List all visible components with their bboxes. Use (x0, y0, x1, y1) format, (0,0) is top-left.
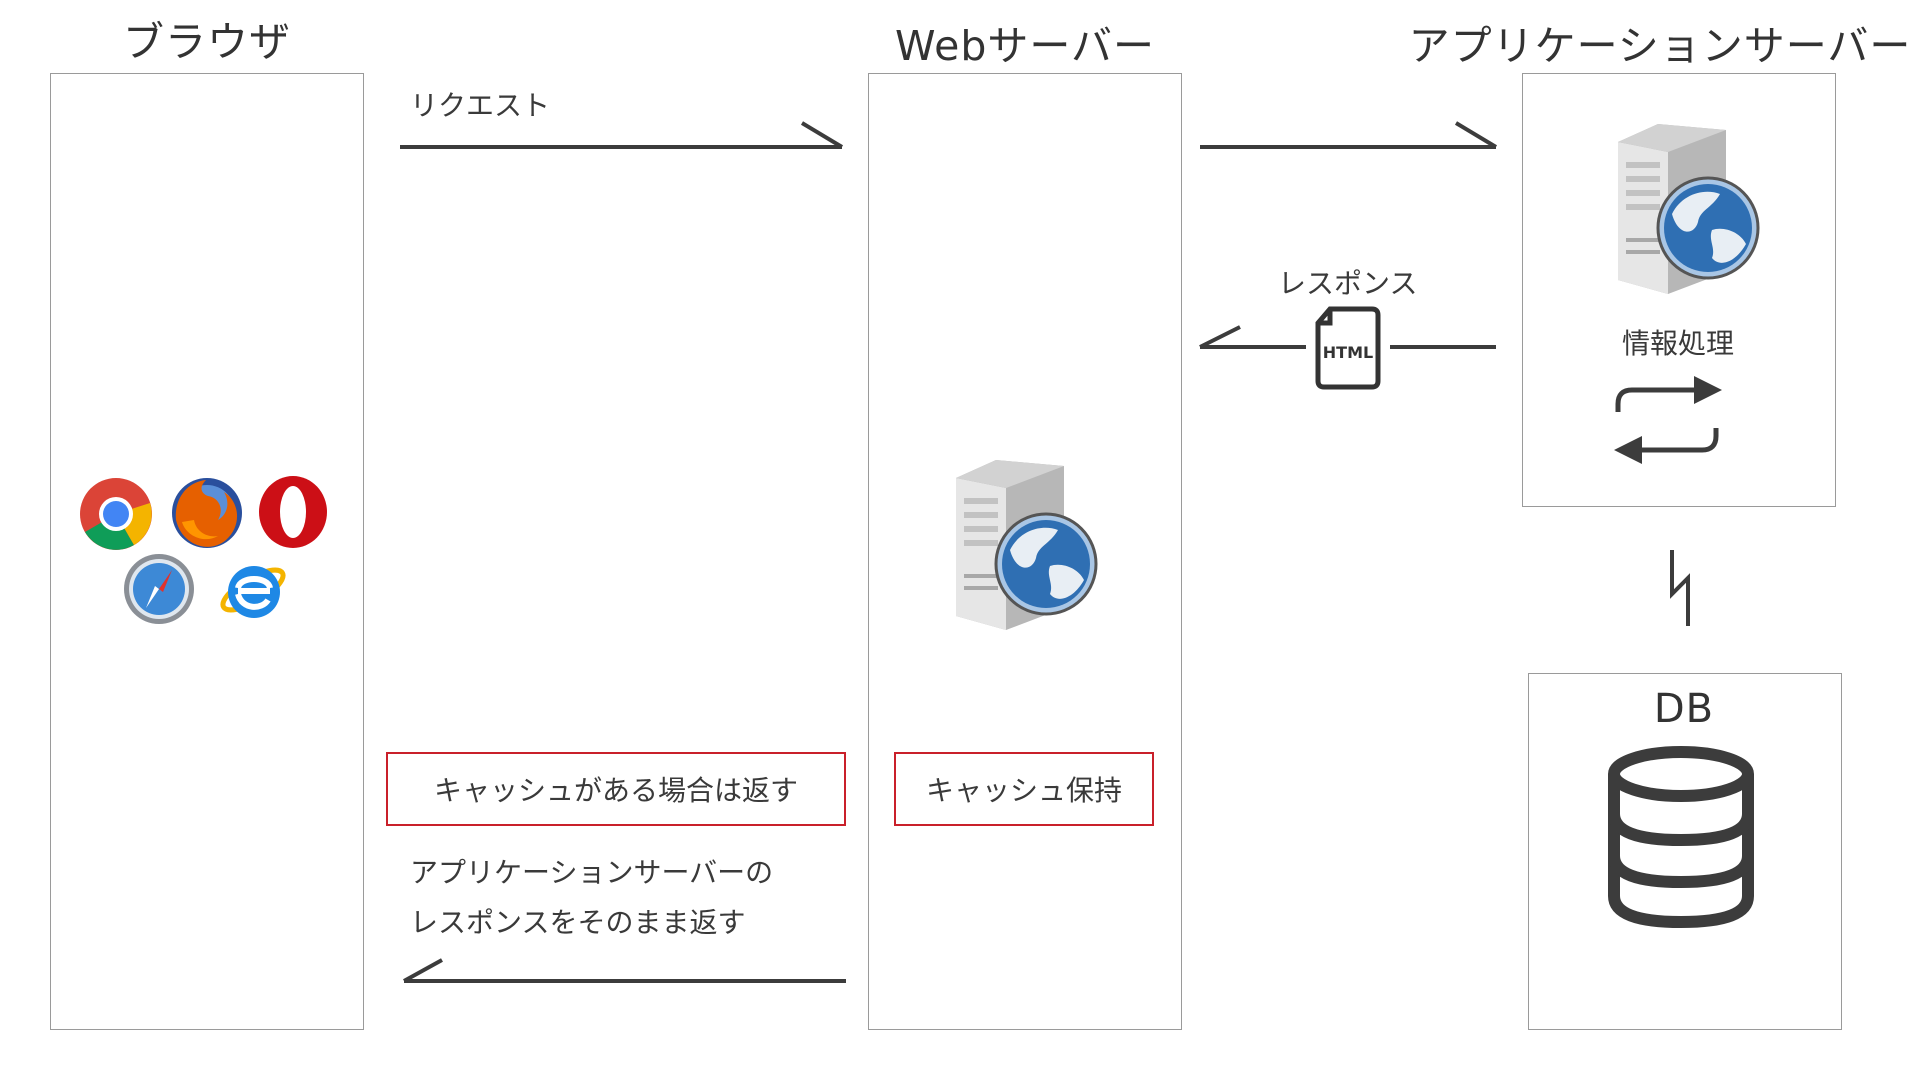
processing-label: 情報処理 (1621, 327, 1734, 360)
browser-box (50, 73, 364, 1030)
opera-icon (259, 476, 327, 548)
server-globe-icon (956, 460, 1098, 630)
app-server-globe-icon (1618, 124, 1760, 294)
request-label: リクエスト (410, 89, 551, 122)
db-title: DB (1653, 686, 1715, 732)
response-label: レスポンス (1278, 267, 1418, 300)
return-description-line2: レスポンスをそのまま返す (410, 906, 746, 939)
safari-icon (124, 554, 194, 624)
app-server-title: アプリケーションサーバー (1408, 22, 1912, 70)
html-file-label: HTML (1322, 343, 1374, 362)
html-file-icon: HTML (1312, 305, 1384, 391)
return-description-line1: アプリケーションサーバーの (410, 856, 774, 889)
internet-explorer-icon (220, 566, 286, 618)
cache-hold-note: キャッシュ保持 (894, 752, 1154, 826)
db-box (1528, 673, 1842, 1030)
database-icon (1608, 746, 1754, 929)
browser-title: ブラウザ (123, 18, 291, 66)
web-server-title: Webサーバー (895, 22, 1155, 70)
cache-return-note: キャッシュがある場合は返す (386, 752, 846, 826)
chrome-icon (80, 478, 152, 550)
firefox-icon (172, 478, 242, 548)
return-description: アプリケーションサーバーの レスポンスをそのまま返す (410, 848, 773, 948)
sync-arrows-icon (1614, 376, 1722, 464)
